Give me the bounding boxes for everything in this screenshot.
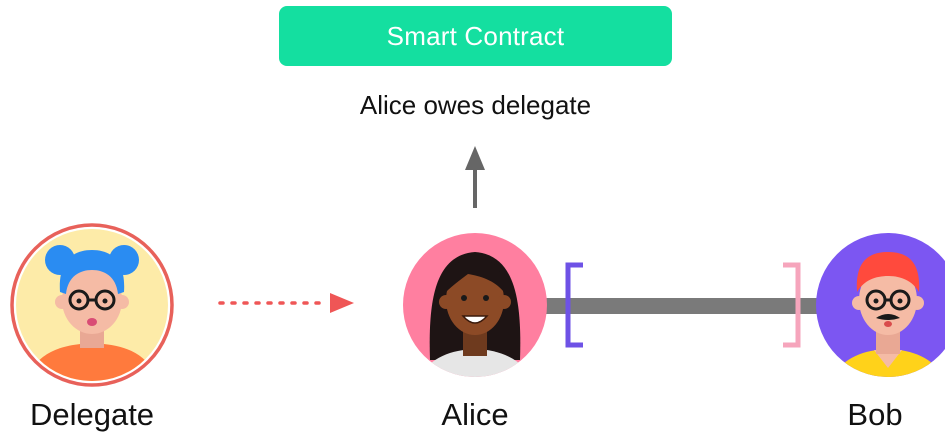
delegate-avatar <box>10 223 174 387</box>
up-arrow <box>465 146 485 208</box>
smart-contract-box: Smart Contract <box>279 6 672 66</box>
delegation-dotted-arrow <box>218 293 354 313</box>
payment-channel-bar <box>540 298 825 314</box>
delegate-name: Delegate <box>29 397 155 432</box>
channel-bracket-left <box>565 262 583 348</box>
channel-bracket-right <box>783 262 801 348</box>
alice-name: Alice <box>441 397 509 432</box>
smart-contract-label: Smart Contract <box>386 20 565 51</box>
relationship-text: Alice owes delegate <box>359 90 592 120</box>
bob-avatar <box>816 233 945 377</box>
alice-avatar <box>403 233 547 377</box>
bob-name: Bob <box>847 397 903 432</box>
